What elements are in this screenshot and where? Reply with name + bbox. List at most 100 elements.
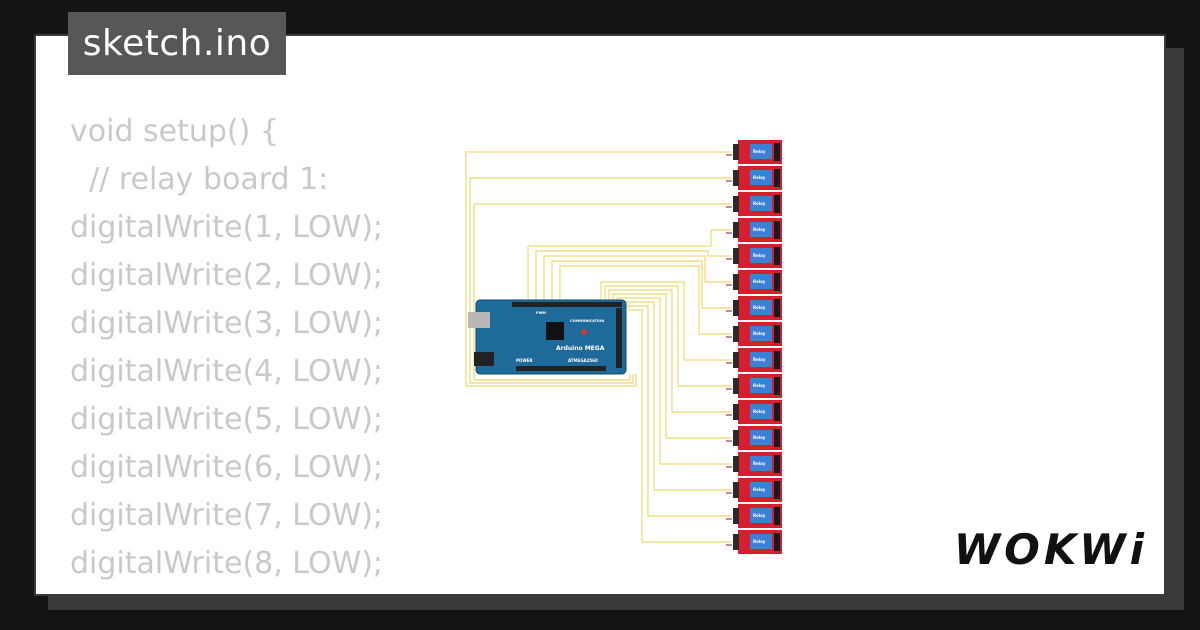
relay-terminal [774,325,780,343]
relay-label: Relay [753,279,766,284]
relay-label: Relay [753,331,766,336]
code-line: digitalWrite(4, LOW); [70,354,384,389]
relay-label: Relay [753,539,766,544]
relay-terminal [774,377,780,395]
relay-label: Relay [753,253,766,258]
chip-label: ATMEGA2560 [568,358,598,363]
relay-pins [733,508,739,524]
wire [620,301,732,491]
power-label: POWER [516,358,533,363]
relay-body [750,274,772,289]
relay-body [750,430,772,445]
relay-label: Relay [753,357,766,362]
analog-header [516,366,606,371]
relay-pins [733,326,739,342]
wire [551,260,732,309]
relay-body [750,196,772,211]
relay-label: Relay [753,149,766,154]
relay-terminal [774,533,780,551]
relay-body [750,300,772,315]
relay-pins [733,170,739,186]
code-line: void setup() { [70,114,279,149]
relay-pins [733,534,739,550]
digital-header [512,302,622,307]
file-tab[interactable]: sketch.ino [68,12,286,75]
side-header [616,308,622,368]
wire [628,304,732,543]
wire [612,293,732,439]
code-line: digitalWrite(7, LOW); [70,498,384,533]
code-line: digitalWrite(1, LOW); [70,210,384,245]
relay-terminal [774,273,780,291]
pwm-label: PWM [536,311,546,315]
code-preview: void setup() { // relay board 1:digitalW… [70,108,384,594]
relay-terminal [774,429,780,447]
wire [604,285,732,387]
relay-terminal [774,481,780,499]
relay-pins [733,248,739,264]
relay-body [750,248,772,263]
relay-pins [733,378,739,394]
relay-pins [733,300,739,316]
relay-terminal [774,455,780,473]
wire [559,265,732,335]
relay-label: Relay [753,513,766,518]
relay-body [750,144,772,159]
relay-body [750,482,772,497]
relay-terminal [774,403,780,421]
preview-card: void setup() { // relay board 1:digitalW… [34,34,1166,596]
relay-label: Relay [753,201,766,206]
relay-body [750,404,772,419]
relay-label: Relay [753,227,766,232]
code-line: digitalWrite(6, LOW); [70,450,384,485]
power-jack [474,352,494,366]
relay-label: Relay [753,461,766,466]
relay-pins [733,404,739,420]
relay-body [750,456,772,471]
board-name: Arduino MEGA [556,345,605,352]
relay-terminal [774,195,780,213]
wire [473,203,732,381]
relay-label: Relay [753,487,766,492]
wire [543,255,732,304]
code-line: digitalWrite(5, LOW); [70,402,384,437]
wire [465,151,732,387]
circuit-diagram: Arduino MEGA POWER ATMEGA2560 COMMUNICATION… [465,140,782,554]
relay-label: Relay [753,175,766,180]
relay-pins [733,456,739,472]
relay-pins [733,352,739,368]
relay-pins [733,222,739,238]
relay-terminal [774,169,780,187]
relay-pins [733,274,739,290]
relay-terminal [774,221,780,239]
code-line: digitalWrite(8, LOW); [70,546,384,581]
reset-button [581,329,587,335]
relay-body [750,378,772,393]
mcu-chip [546,322,564,340]
relay-label: Relay [753,435,766,440]
code-line: digitalWrite(3, LOW); [70,306,384,341]
relay-pins [733,196,739,212]
code-line: // relay board 2: [70,588,383,594]
relay-label: Relay [753,383,766,388]
code-line: digitalWrite(2, LOW); [70,258,384,293]
relay-terminal [774,247,780,265]
relay-label: Relay [753,305,766,310]
relay-pins [733,144,739,160]
relay-body [750,352,772,367]
relay-body [750,534,772,549]
relay-terminal [774,143,780,161]
wire [469,177,732,384]
relay-body [750,222,772,237]
usb-port [468,312,490,328]
relay-body [750,326,772,341]
relay-terminal [774,351,780,369]
wire [600,281,732,361]
wire [527,229,732,304]
wokwi-logo: WOKWi [953,525,1148,574]
relay-label: Relay [753,409,766,414]
comm-label: COMMUNICATION [570,319,604,323]
wire [608,289,732,413]
relay-pins [733,482,739,498]
relay-body [750,170,772,185]
